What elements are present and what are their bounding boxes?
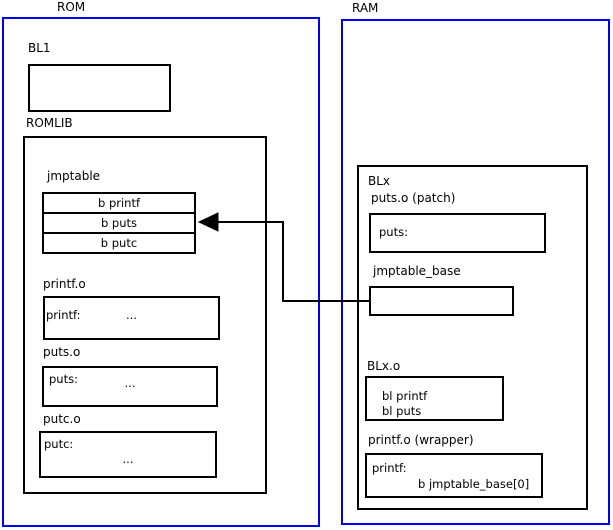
jmptable-box: b printf b puts b putc xyxy=(42,192,196,254)
blx-o-line-bl-puts: bl puts xyxy=(382,404,422,418)
blx-o-label: BLx.o xyxy=(367,359,401,373)
printf-o-box: printf: ... xyxy=(43,296,220,340)
putc-o-label: putc.o xyxy=(43,412,81,426)
blx-o-line-bl-printf: bl printf xyxy=(382,389,428,403)
puts-patch-box: puts: xyxy=(369,213,546,253)
jmptable-base-label: jmptable_base xyxy=(373,264,461,278)
printf-body-dots: ... xyxy=(126,308,137,322)
jmptable-base-box xyxy=(369,286,514,316)
puts-symbol: puts: xyxy=(49,372,78,386)
puts-body-dots: ... xyxy=(124,376,136,390)
blx-o-box: bl printf bl puts xyxy=(365,376,504,421)
romlib-label: ROMLIB xyxy=(26,116,73,130)
printf-wrapper-symbol: printf: xyxy=(372,461,407,475)
jmptable-row-printf: b printf xyxy=(42,192,196,214)
printf-wrapper-branch: b jmptable_base[0] xyxy=(418,477,530,491)
putc-symbol: putc: xyxy=(44,437,74,451)
bl1-label: BL1 xyxy=(28,41,51,55)
rom-section-title: ROM xyxy=(57,0,86,14)
bl1-box xyxy=(28,64,171,112)
puts-o-box: puts: ... xyxy=(42,366,218,407)
putc-o-box: putc: ... xyxy=(39,431,217,478)
printf-wrapper-box: printf: b jmptable_base[0] xyxy=(365,453,543,498)
puts-patch-symbol: puts: xyxy=(379,225,408,239)
putc-body-dots: ... xyxy=(122,452,134,466)
ram-section-title: RAM xyxy=(352,1,379,15)
puts-patch-label: puts.o (patch) xyxy=(371,191,456,205)
printf-o-label: printf.o xyxy=(43,277,86,291)
jmptable-row-putc: b putc xyxy=(42,232,196,254)
puts-o-label: puts.o xyxy=(43,345,81,359)
printf-wrapper-label: printf.o (wrapper) xyxy=(368,433,474,447)
blx-label: BLx xyxy=(368,174,391,188)
jmptable-label: jmptable xyxy=(47,169,101,183)
jmptable-row-puts: b puts xyxy=(42,212,196,234)
printf-symbol: printf: xyxy=(46,308,81,322)
